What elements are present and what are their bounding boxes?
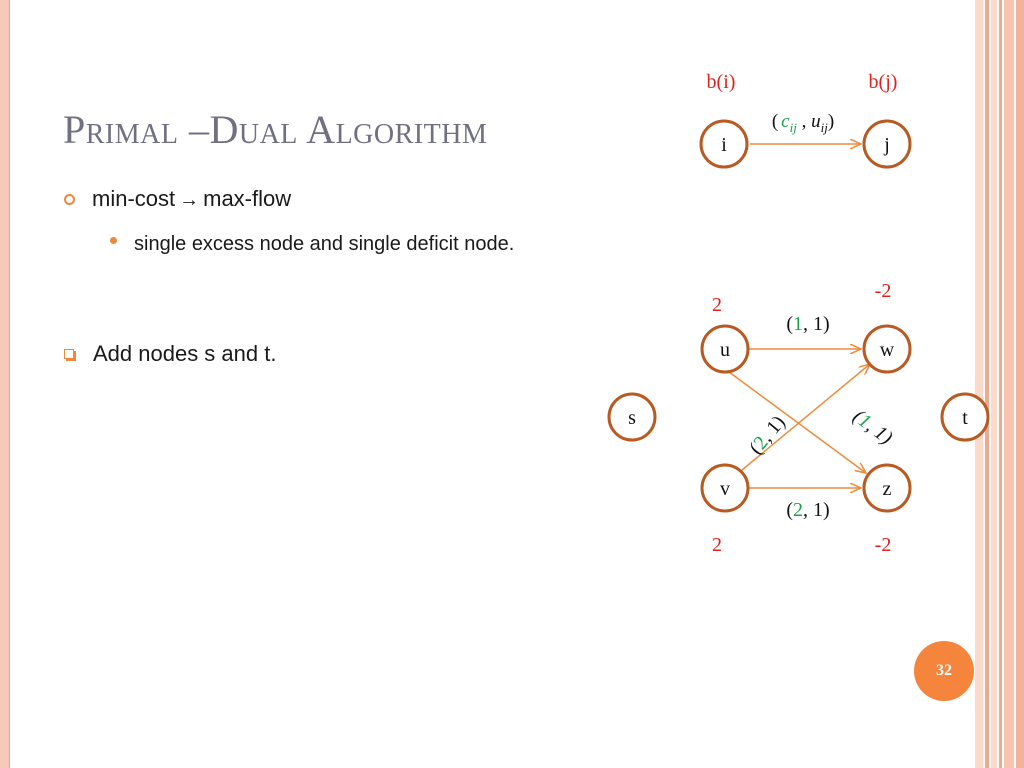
edge-cost: 1 (793, 313, 803, 335)
slide-frame-stripe (985, 0, 989, 768)
supply-label-i: b(i) (707, 71, 736, 93)
edge-capacity: 1 (813, 313, 823, 335)
sub-bullet-single-nodes: single excess node and single deficit no… (110, 229, 544, 259)
edge-v-w (741, 364, 870, 471)
edge-label-u-w: (1, 1) (786, 313, 829, 335)
edge-separator: , (803, 499, 813, 521)
legend-node-j (862, 119, 912, 169)
edge-cost: 2 (793, 499, 803, 521)
node-s-label: s (628, 407, 636, 429)
supply-label-j: b(j) (869, 71, 898, 93)
legend-node-i-label: i (721, 134, 727, 156)
slide-frame-stripe (999, 0, 1002, 768)
page-number-badge: 32 (914, 641, 974, 701)
ring-bullet-icon (64, 193, 75, 205)
bullet-text: Add nodes s and t. (93, 341, 277, 366)
node-v-label: v (720, 478, 730, 500)
edge-paren: ) (823, 499, 830, 521)
slide-frame-stripe (1016, 0, 1024, 768)
slide-frame-left-line (9, 0, 10, 768)
bullet-add-nodes: Add nodes s and t. (64, 341, 276, 367)
edge-paren: ( (786, 313, 793, 335)
edge-capacity-symbol: u (811, 111, 821, 132)
slide-frame-left (0, 0, 9, 768)
node-u (700, 324, 750, 374)
legend-node-j-label: j (883, 134, 890, 156)
supply-z: -2 (875, 534, 892, 556)
bullet-text: min-cost→max-flow (92, 186, 291, 212)
square-bullet-icon (64, 349, 74, 359)
node-z-label: z (883, 478, 892, 500)
edge-label-v-z: (2, 1) (786, 499, 829, 521)
node-u-label: u (720, 339, 730, 361)
bullet-text-part: max-flow (203, 186, 292, 211)
node-z (862, 463, 912, 513)
edge-cost-symbol: c (781, 111, 790, 132)
edge-label-u-z: (1, 1) (849, 405, 897, 449)
slide-title: Primal –Dual Algorithm (63, 107, 488, 152)
bullet-min-cost-max-flow: min-cost→max-flow (64, 186, 291, 212)
legend-edge-label: (cij , uij) (772, 111, 834, 135)
node-w-label: w (880, 339, 895, 361)
supply-v: 2 (712, 534, 722, 556)
legend-node-i (699, 119, 749, 169)
edge-separator: , (803, 313, 813, 335)
node-s (607, 392, 657, 442)
node-t-label: t (962, 407, 968, 429)
node-v (700, 463, 750, 513)
edge-paren: ) (828, 111, 834, 132)
slide-frame-stripe (975, 0, 983, 768)
bullet-text-part: min-cost (92, 186, 176, 211)
edge-paren: ( (772, 111, 778, 132)
sub-bullet-text: single excess node and single deficit no… (134, 233, 515, 255)
edge-capacity: 1 (813, 499, 823, 521)
edge-u-z (728, 371, 866, 473)
supply-w: -2 (875, 280, 892, 302)
edge-capacity-subscript: ij (821, 120, 829, 135)
edge-cost-subscript: ij (790, 120, 798, 135)
dot-bullet-icon (110, 237, 117, 244)
slide-frame-stripe (1004, 0, 1014, 768)
node-w (862, 324, 912, 374)
supply-u: 2 (712, 294, 722, 316)
edge-paren: ) (823, 313, 830, 335)
slide-frame-stripe (991, 0, 997, 768)
node-t (940, 392, 990, 442)
edge-separator: , (797, 111, 811, 132)
edge-paren: ( (786, 499, 793, 521)
right-arrow-icon: → (179, 189, 200, 211)
